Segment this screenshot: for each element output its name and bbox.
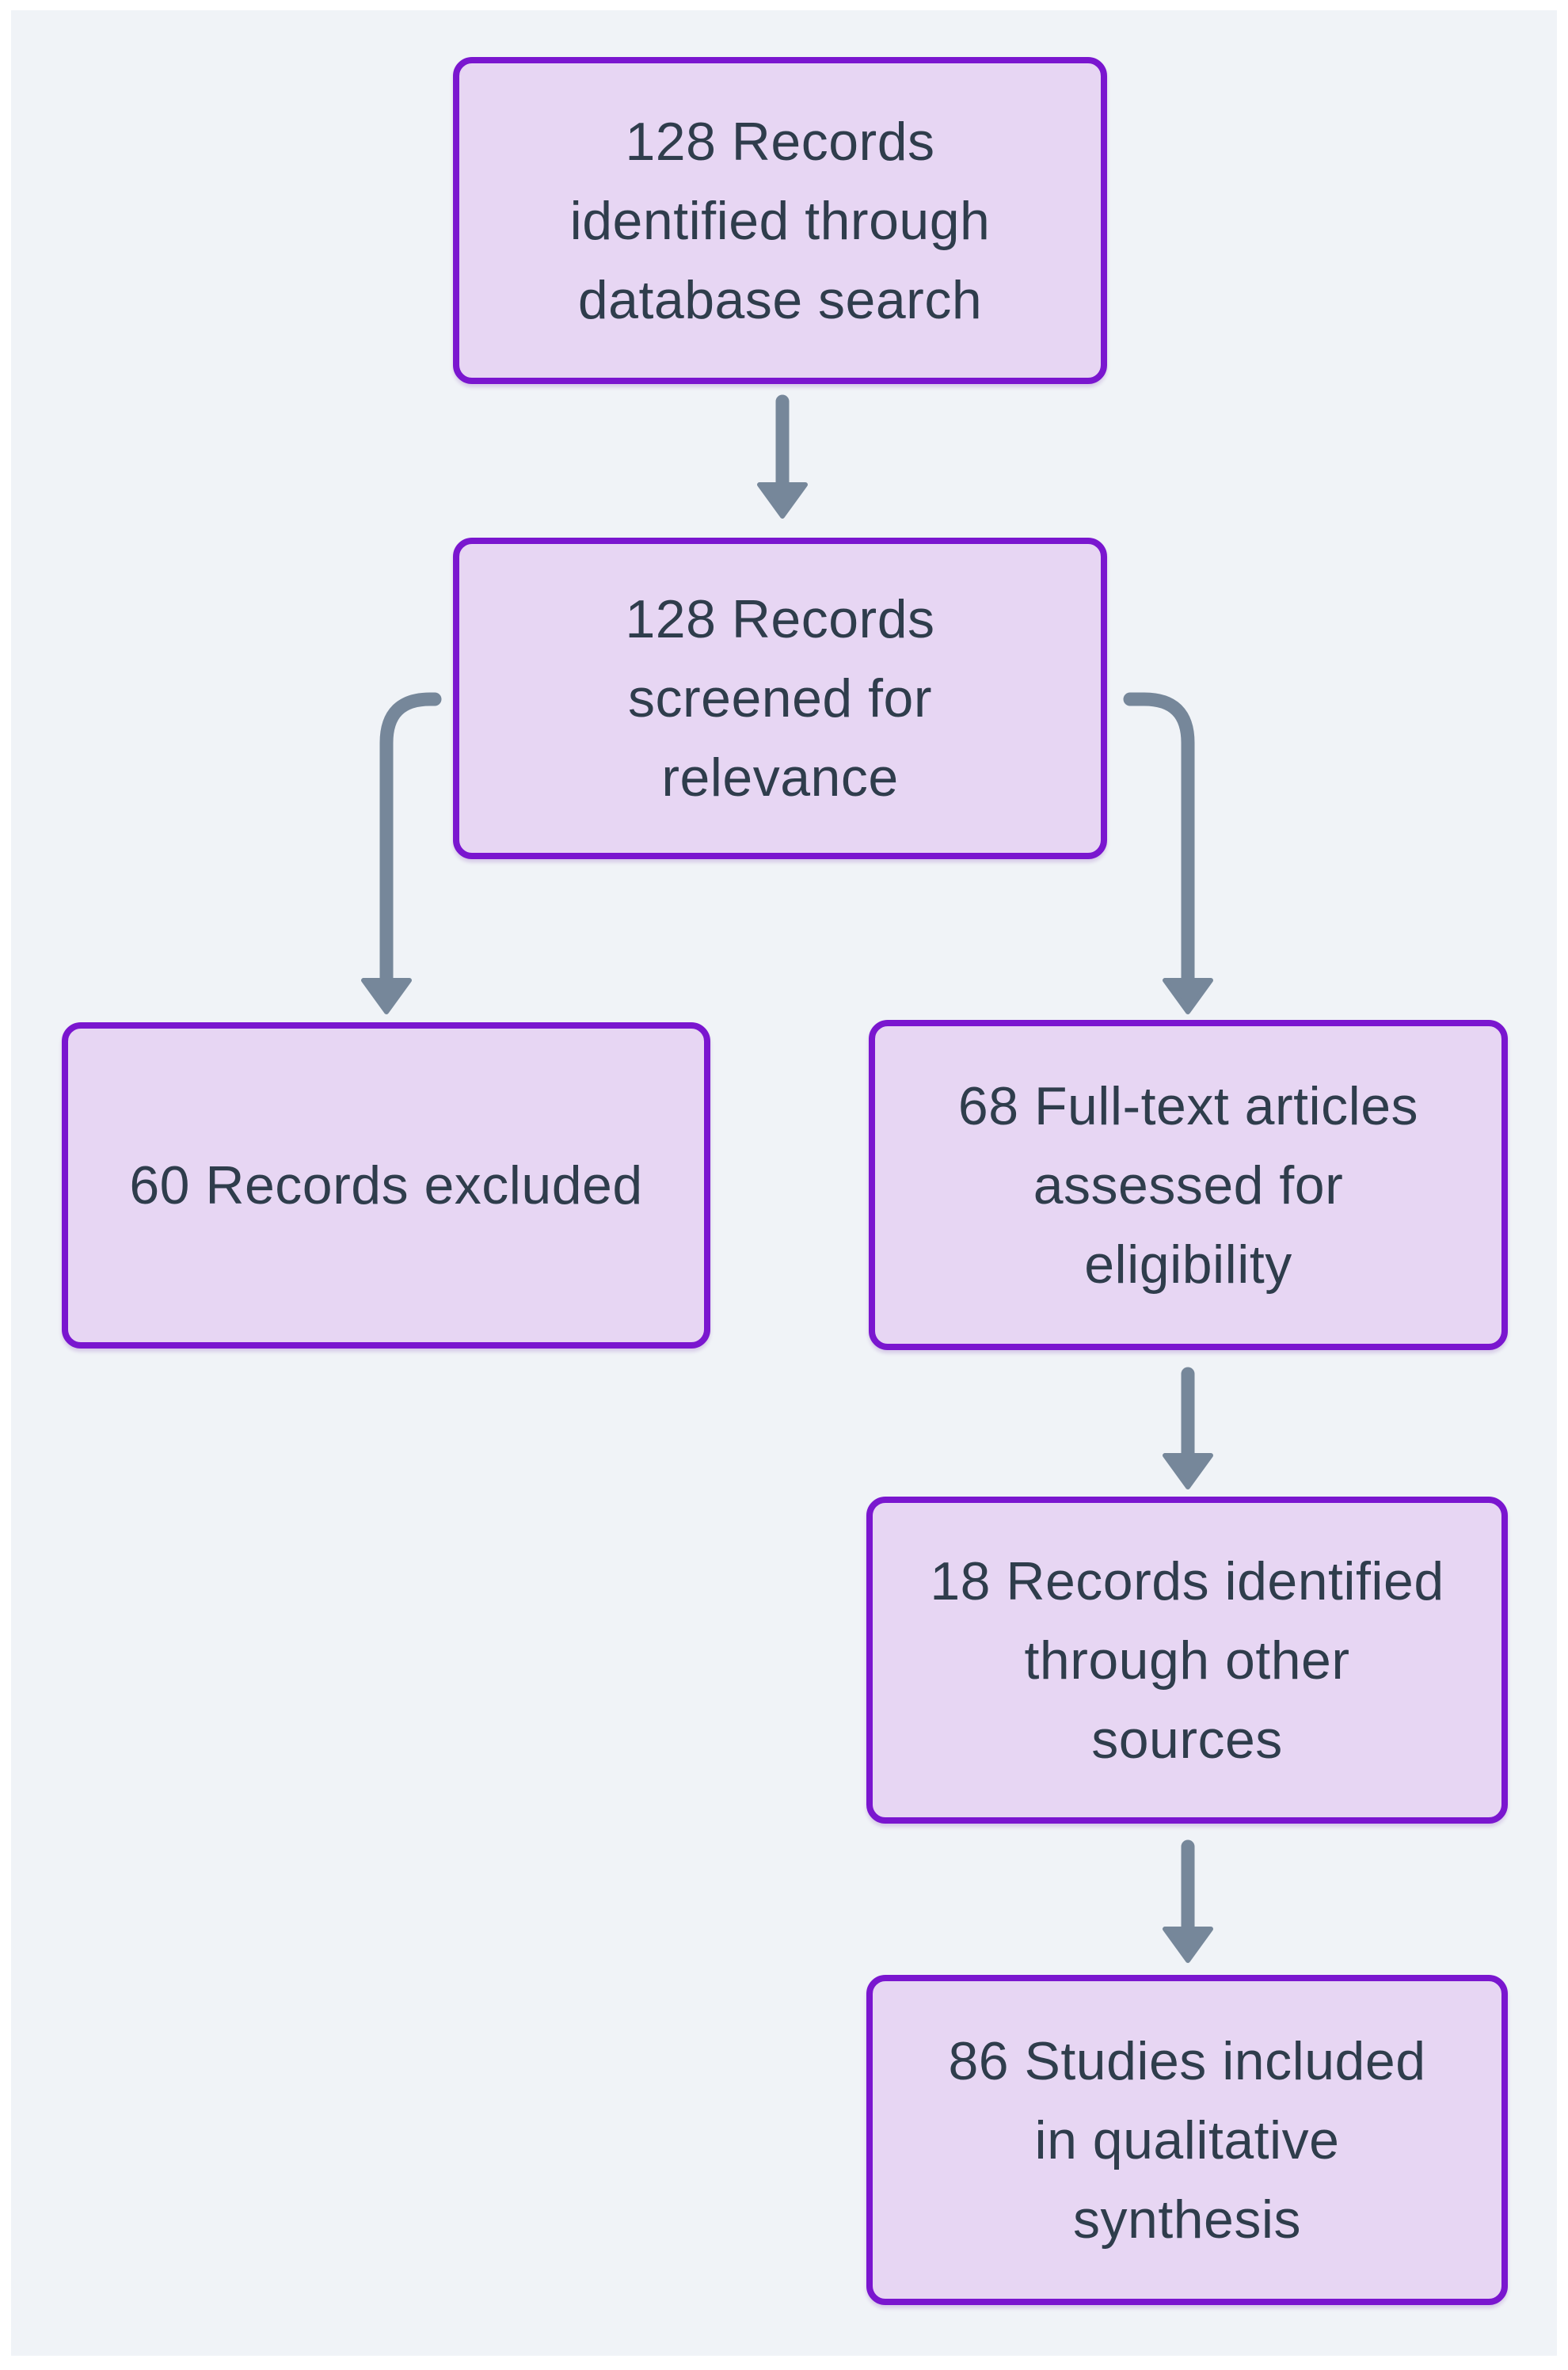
flow-box-label: 18 Records identified through other sour… [930,1550,1444,1770]
flow-box-records-screened: 128 Records screened for relevance [453,538,1107,859]
flow-box-other-sources: 18 Records identified through other sour… [866,1497,1508,1824]
flow-box-label: 128 Records identified through database … [569,111,991,330]
flow-box-label: 60 Records excluded [129,1155,643,1215]
flow-box-studies-included: 86 Studies included in qualitative synth… [866,1975,1508,2305]
flow-box-records-excluded: 60 Records excluded [62,1022,710,1349]
flow-box-label: 86 Studies included in qualitative synth… [948,2030,1426,2250]
flow-box-records-identified: 128 Records identified through database … [453,57,1107,384]
flow-box-label: 68 Full-text articles assessed for eligi… [957,1075,1419,1295]
flow-box-fulltext-assessed: 68 Full-text articles assessed for eligi… [869,1020,1508,1350]
flow-box-label: 128 Records screened for relevance [625,589,935,808]
